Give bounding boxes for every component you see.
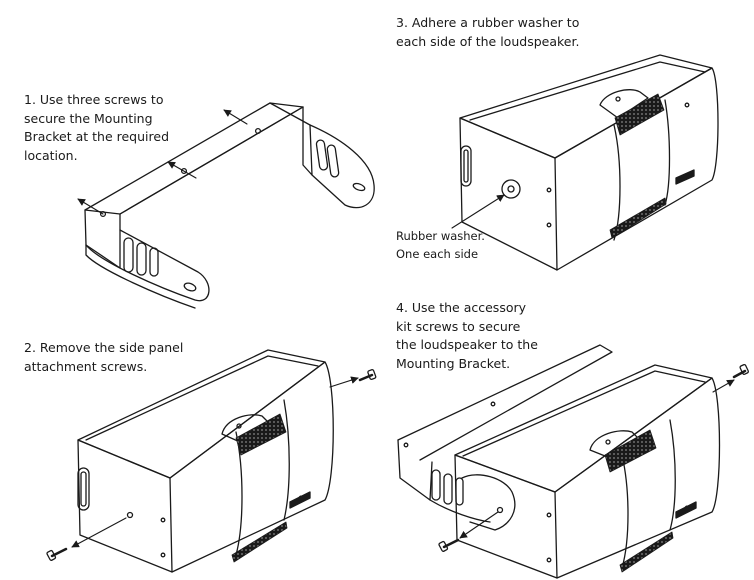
- bracket-screw-arrows: [77, 109, 248, 215]
- mounting-bracket-drawing: [84, 102, 375, 309]
- screw-icon-step4-left: [438, 538, 460, 552]
- step2-grille-band: [235, 413, 287, 456]
- speaker-step2-drawing: [77, 349, 334, 573]
- screw-icon-step2-left: [46, 547, 68, 561]
- step-1-caption: 1. Use three screws to secure the Mounti…: [24, 92, 170, 163]
- speaker-step4-drawing: [397, 344, 721, 579]
- step4-screw-arrows: [459, 379, 735, 539]
- step4-grille-band: [604, 429, 657, 473]
- step-2-caption: 2. Remove the side panel attachment scre…: [24, 340, 184, 374]
- step3-grille-band: [614, 93, 665, 136]
- washer-callout-arrow: [451, 194, 505, 229]
- speaker-step3-drawing: [459, 54, 719, 271]
- screw-icon-step2-right: [358, 369, 377, 382]
- screw-icon-step4-right: [732, 363, 749, 379]
- step-4-caption: 4. Use the accessory kit screws to secur…: [396, 300, 538, 371]
- step2-screw-arrows: [71, 376, 359, 548]
- rubber-washer-callout: Rubber washer. One each side: [396, 229, 485, 261]
- step-3-caption: 3. Adhere a rubber washer to each side o…: [396, 15, 580, 49]
